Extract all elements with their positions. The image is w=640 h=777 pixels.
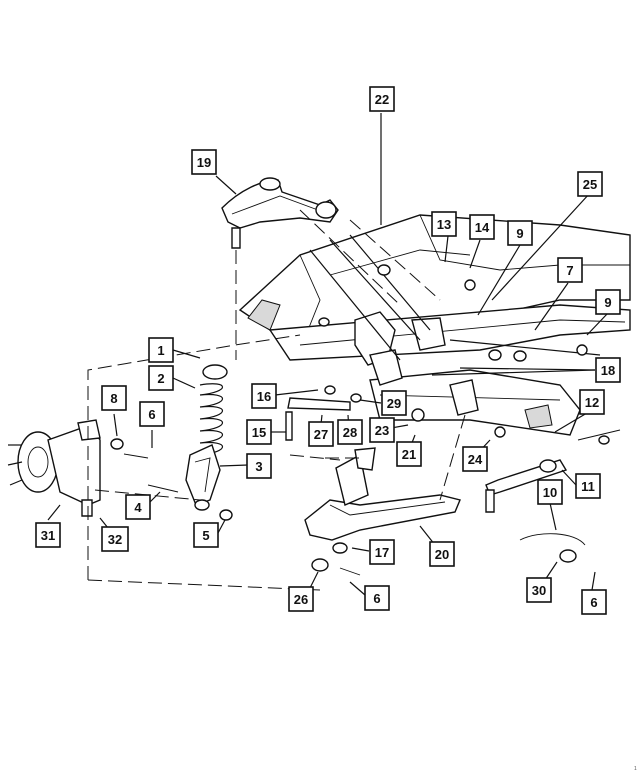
callout-14: 14 [469,214,495,240]
svg-text:30: 30 [532,583,546,598]
svg-text:29: 29 [387,396,401,411]
svg-text:21: 21 [402,447,416,462]
callout-23: 23 [369,417,395,443]
svg-text:6: 6 [373,591,380,606]
callout-9-right: 9 [595,289,621,315]
callout-29: 29 [381,390,407,416]
svg-text:12: 12 [585,395,599,410]
callout-21: 21 [396,441,422,467]
callout-2: 2 [148,365,174,391]
callout-13: 13 [431,211,457,237]
callout-10: 10 [537,479,563,505]
callout-32: 32 [101,526,129,552]
callout-5: 5 [193,522,219,548]
callout-11: 11 [575,473,601,499]
callout-16: 16 [251,383,277,409]
callout-25: 25 [577,171,603,197]
tie-rod-assembly [485,429,621,563]
svg-text:6: 6 [590,595,597,610]
footer-mark: 1 [634,766,637,772]
svg-text:19: 19 [197,155,211,170]
callout-18: 18 [595,357,621,383]
svg-text:15: 15 [252,425,266,440]
svg-text:24: 24 [468,452,483,467]
svg-text:14: 14 [475,220,490,235]
svg-text:4: 4 [134,500,142,515]
callout-31: 31 [35,522,61,548]
svg-text:17: 17 [375,545,389,560]
svg-text:9: 9 [604,295,611,310]
hardware-fasteners [110,264,610,576]
callout-7: 7 [557,257,583,283]
svg-text:26: 26 [294,592,308,607]
callout-19: 19 [191,149,217,175]
svg-text:11: 11 [581,479,595,494]
callout-6-left: 6 [139,401,165,427]
svg-text:13: 13 [437,217,451,232]
svg-text:6: 6 [148,407,155,422]
callout-24: 24 [462,446,488,472]
callout-27: 27 [308,421,334,447]
svg-text:1: 1 [157,343,164,358]
svg-text:10: 10 [543,485,557,500]
callout-1: 1 [148,337,174,363]
svg-text:5: 5 [202,528,209,543]
coil-spring-shock-assembly [185,364,228,511]
callout-6-bottom: 6 [364,585,390,611]
callout-4: 4 [125,494,151,520]
svg-text:32: 32 [108,532,122,547]
callout-12: 12 [579,389,605,415]
callout-22: 22 [369,86,395,112]
svg-text:27: 27 [314,427,328,442]
callout-26: 26 [288,586,314,612]
svg-text:25: 25 [583,177,597,192]
callout-20: 20 [429,541,455,567]
svg-text:7: 7 [566,263,573,278]
steering-knuckle-hub [7,419,101,517]
lower-control-arm [304,447,461,554]
svg-text:9: 9 [516,226,523,241]
callout-6-right: 6 [581,589,607,615]
upper-control-arm [221,177,339,249]
sway-bar-links [285,234,601,441]
callout-3: 3 [246,453,272,479]
svg-text:31: 31 [41,528,55,543]
callout-30: 30 [526,577,552,603]
callout-17: 17 [369,539,395,565]
svg-text:8: 8 [110,391,117,406]
svg-text:2: 2 [157,371,164,386]
svg-text:23: 23 [375,423,389,438]
svg-text:20: 20 [435,547,449,562]
callout-9-upper: 9 [507,220,533,246]
svg-text:28: 28 [343,425,357,440]
svg-text:22: 22 [375,92,389,107]
svg-text:18: 18 [601,363,615,378]
callout-8: 8 [101,385,127,411]
svg-text:3: 3 [255,459,262,474]
callout-28: 28 [337,419,363,445]
callout-15: 15 [246,419,272,445]
svg-text:16: 16 [257,389,271,404]
